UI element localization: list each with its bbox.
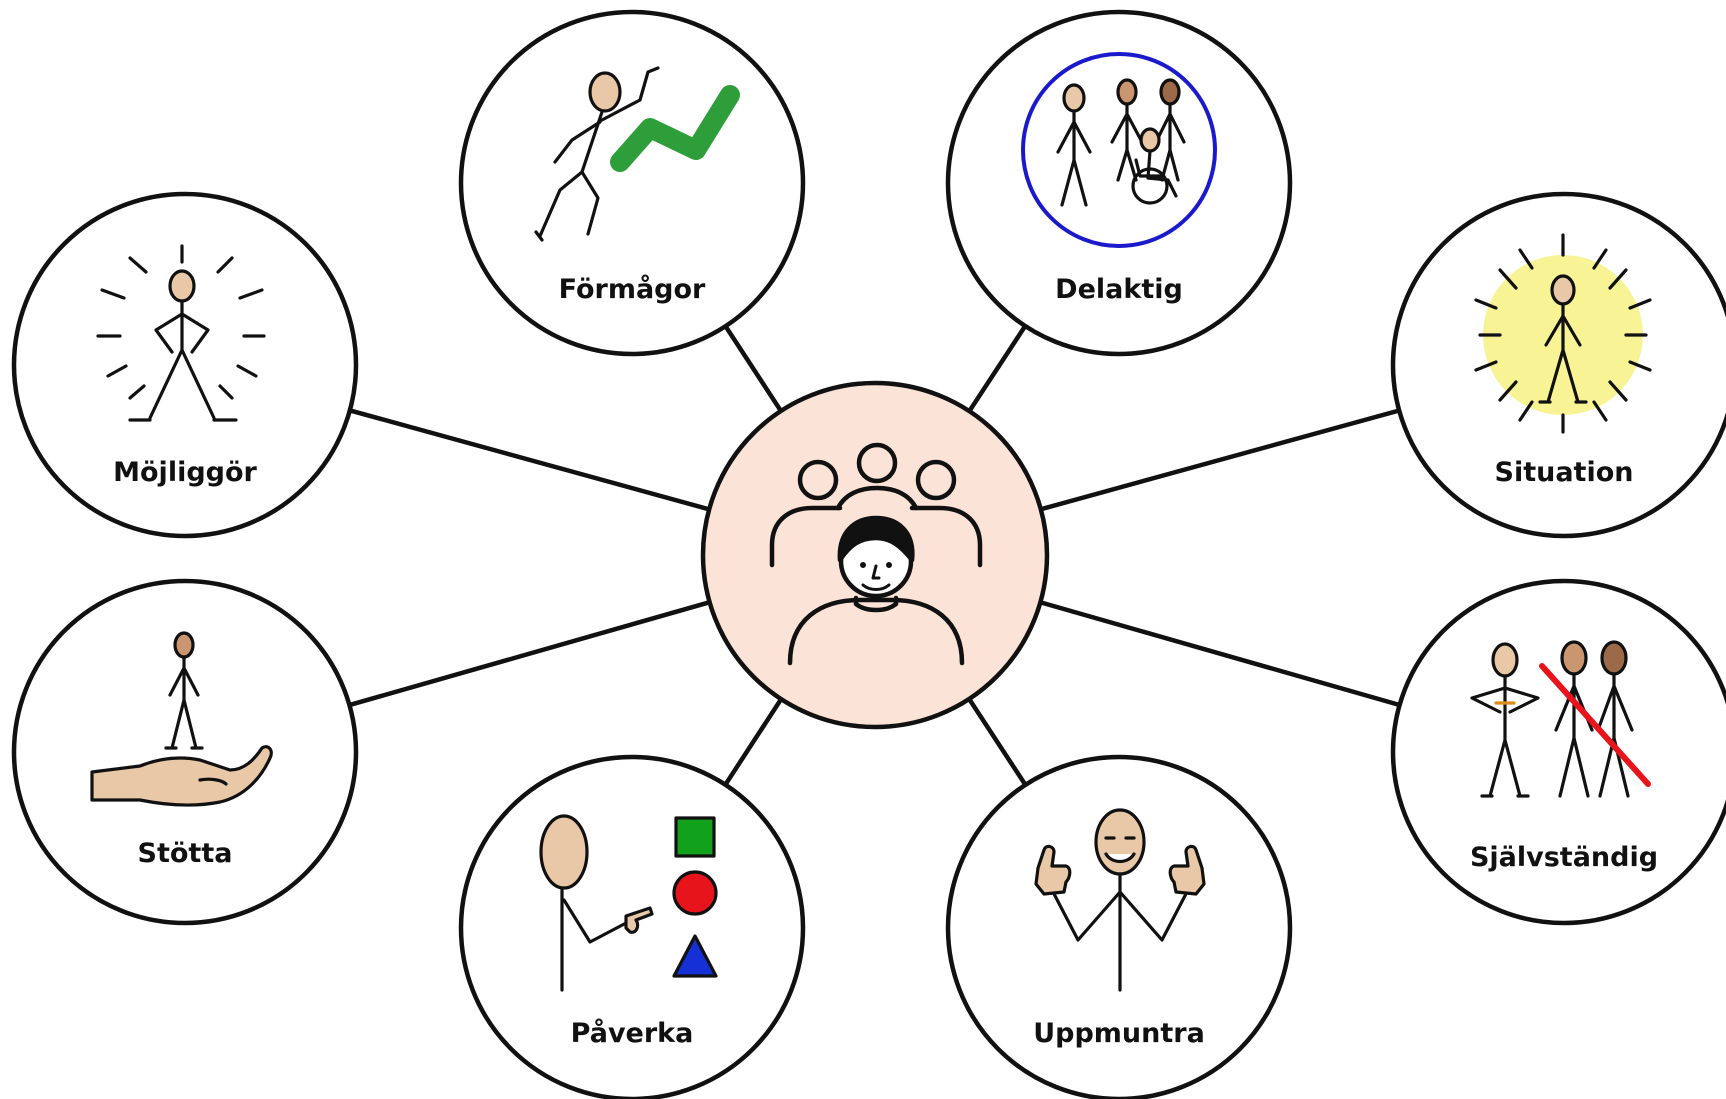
node-label-stotta: Stötta (138, 838, 233, 869)
radiant-figure-icon (96, 244, 266, 422)
thumbs-up-figure-icon (1034, 808, 1206, 992)
pointing-at-shapes-icon (539, 814, 718, 992)
center-node (700, 380, 1050, 730)
group-with-person-icon (769, 442, 983, 666)
node-label-uppmuntra: Uppmuntra (1033, 1018, 1205, 1049)
node-mojliggor[interactable]: Möjliggör (11, 191, 359, 539)
node-stotta[interactable]: Stötta (11, 578, 359, 926)
node-label-delaktig: Delaktig (1055, 274, 1183, 305)
node-label-mojliggor: Möjliggör (113, 457, 257, 488)
node-label-situation: Situation (1495, 457, 1634, 488)
group-in-circle-icon (1021, 52, 1217, 248)
node-uppmuntra[interactable]: Uppmuntra (945, 754, 1293, 1099)
node-delaktig[interactable]: Delaktig (945, 9, 1293, 357)
node-sjalvstandig[interactable]: Självständig (1390, 578, 1726, 926)
node-label-formagor: Förmågor (559, 273, 706, 305)
running-figure-checkmark-icon (534, 66, 740, 242)
figure-on-hand-icon (90, 631, 273, 807)
node-label-sjalvstandig: Självständig (1470, 842, 1658, 873)
node-label-paverka: Påverka (571, 1017, 694, 1049)
node-situation[interactable]: Situation (1390, 191, 1726, 539)
node-formagor[interactable]: Förmågor (458, 9, 806, 357)
figure-crossed-group-icon (1470, 640, 1651, 798)
node-paverka[interactable]: Påverka (458, 754, 806, 1099)
figure-in-sunlight-icon (1474, 233, 1652, 434)
